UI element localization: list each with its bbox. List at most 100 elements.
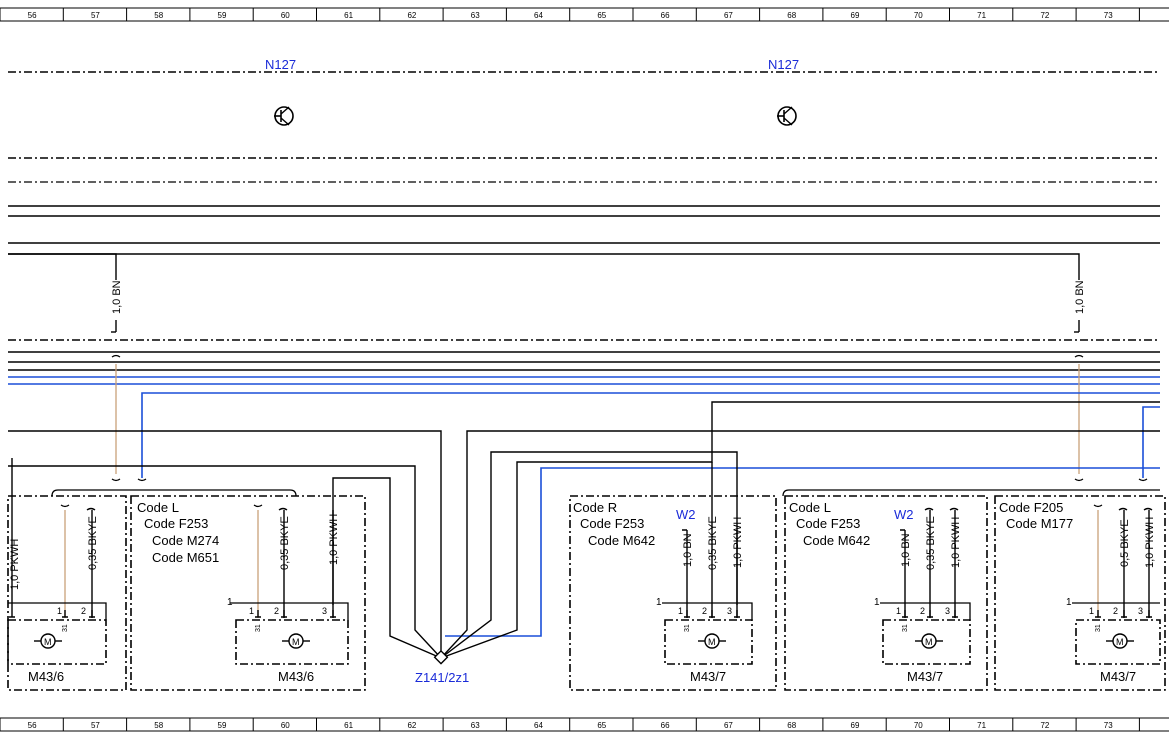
transistor-icon bbox=[274, 106, 294, 126]
blue-branch-wires bbox=[141, 392, 1160, 637]
motor-m43-7-b: M 1 1 2 3 31 M43/7 bbox=[874, 597, 971, 684]
ruler-column-label: 61 bbox=[344, 11, 353, 20]
ruler-column-label: 71 bbox=[977, 721, 986, 730]
code-box-d: Code F205 Code M177 bbox=[999, 500, 1073, 531]
pin-label: 1 bbox=[1066, 597, 1072, 608]
ruler-column-label: 67 bbox=[724, 721, 733, 730]
ruler-column-label: 72 bbox=[1040, 721, 1049, 730]
ruler-column-label: 61 bbox=[344, 721, 353, 730]
pin-label: 1 bbox=[1089, 606, 1094, 616]
pin-label: 31 bbox=[684, 624, 691, 632]
ruler-column-label: 62 bbox=[407, 721, 416, 730]
pin-label: 1 bbox=[678, 606, 683, 616]
blue-bus-lines bbox=[8, 376, 1160, 385]
pin-label: 1 bbox=[874, 597, 880, 608]
bn-wire-left-label: 1,0 BN bbox=[111, 280, 123, 314]
component-boxes bbox=[7, 495, 1166, 691]
ruler-column-label: 69 bbox=[851, 721, 860, 730]
code-label: Code F205 bbox=[999, 500, 1063, 515]
wire-label: 1,0 BN bbox=[682, 533, 694, 567]
code-label: Code F253 bbox=[796, 516, 860, 531]
ruler-column-label: 58 bbox=[154, 11, 163, 20]
ruler-column-label: 65 bbox=[597, 11, 606, 20]
pin-label: 2 bbox=[1113, 606, 1118, 616]
pin-label: 1 bbox=[249, 606, 254, 616]
motor-feed-wires bbox=[91, 462, 1150, 618]
break-marks bbox=[60, 354, 1148, 508]
pin-label: 2 bbox=[81, 606, 86, 616]
motor-letter: M bbox=[925, 637, 933, 647]
wire-label: 0,35 BKYE bbox=[87, 516, 99, 570]
code-label: Code R bbox=[573, 500, 617, 515]
ruler-column-label: 56 bbox=[28, 721, 37, 730]
ruler-column-label: 59 bbox=[218, 11, 227, 20]
n127-right-label: N127 bbox=[768, 57, 799, 72]
harness-wires bbox=[8, 401, 1160, 659]
ruler-column-label: 60 bbox=[281, 11, 290, 20]
pin-label: 31 bbox=[62, 624, 69, 632]
pin-label: 3 bbox=[945, 606, 950, 616]
ruler-column-label: 63 bbox=[471, 721, 480, 730]
ruler-column-label: 65 bbox=[597, 721, 606, 730]
pin-label: 31 bbox=[902, 624, 909, 632]
ruler-column-label: 72 bbox=[1040, 11, 1049, 20]
ruler-column-label: 62 bbox=[407, 11, 416, 20]
ruler-column-label: 70 bbox=[914, 721, 923, 730]
code-box-a: Code L Code F253 Code M274 Code M651 bbox=[137, 500, 219, 565]
n127-left-label: N127 bbox=[265, 57, 296, 72]
wire-label: 1,0 PKWH bbox=[950, 517, 962, 568]
code-label: Code M651 bbox=[152, 550, 219, 565]
wire-label: 0,35 BKYE bbox=[707, 516, 719, 570]
motor-label: M43/7 bbox=[907, 669, 943, 684]
pin-label: 1 bbox=[227, 597, 233, 608]
bn-wire-right-label: 1,0 BN bbox=[1074, 280, 1086, 314]
ruler-column-label: 57 bbox=[91, 721, 100, 730]
ruler-column-label: 59 bbox=[218, 721, 227, 730]
pin-label: 2 bbox=[920, 606, 925, 616]
motor-letter: M bbox=[44, 637, 52, 647]
pin-label: 31 bbox=[255, 624, 262, 632]
wire-label: 1,0 PKWH bbox=[732, 517, 744, 568]
transistor-icon bbox=[777, 106, 797, 126]
ruler-column-label: 69 bbox=[851, 11, 860, 20]
wire-label: 1,0 BN bbox=[900, 533, 912, 567]
ruler-column-label: 70 bbox=[914, 11, 923, 20]
brown-wires bbox=[64, 364, 1099, 618]
ruler-column-label: 67 bbox=[724, 11, 733, 20]
code-label: Code L bbox=[137, 500, 179, 515]
ruler-column-label: 64 bbox=[534, 11, 543, 20]
motor-letter: M bbox=[1116, 637, 1124, 647]
wire-label: 0,5 BKYE bbox=[1119, 519, 1131, 567]
motor-m43-6-left: M 1 2 31 M43/6 bbox=[7, 602, 107, 684]
wire-label: 0,35 BKYE bbox=[279, 516, 291, 570]
motor-label: M43/7 bbox=[690, 669, 726, 684]
code-label: Code L bbox=[789, 500, 831, 515]
code-label: Code F253 bbox=[144, 516, 208, 531]
wire-label: 1,0 PKWH bbox=[328, 514, 340, 565]
wire-label: 1,0 PKWH bbox=[9, 539, 21, 590]
code-label: Code F253 bbox=[580, 516, 644, 531]
ruler-column-label: 57 bbox=[91, 11, 100, 20]
motor-label: M43/6 bbox=[278, 669, 314, 684]
motor-m43-7-a: M 1 1 2 3 31 M43/7 bbox=[656, 597, 753, 684]
pin-label: 3 bbox=[727, 606, 732, 616]
n127-module bbox=[8, 71, 1160, 183]
bn-wire-left bbox=[8, 253, 117, 333]
code-label: Code M642 bbox=[803, 533, 870, 548]
code-box-c: Code L Code F253 Code M642 bbox=[789, 500, 870, 548]
bn-wire-right bbox=[8, 253, 1080, 333]
ruler-column-label: 58 bbox=[154, 721, 163, 730]
ruler-column-label: 64 bbox=[534, 721, 543, 730]
pin-label: 3 bbox=[322, 606, 327, 616]
pin-label: 3 bbox=[1138, 606, 1143, 616]
wire-label: 1,0 PKWH bbox=[1144, 517, 1156, 568]
bus-lines bbox=[8, 205, 1160, 371]
w2-label: W2 bbox=[894, 507, 914, 522]
pin-label: 1 bbox=[57, 606, 62, 616]
z141-label: Z141/2z1 bbox=[415, 670, 469, 685]
motor-m43-6-right: M 1 1 2 3 31 M43/6 bbox=[227, 597, 349, 684]
pin-label: 1 bbox=[896, 606, 901, 616]
